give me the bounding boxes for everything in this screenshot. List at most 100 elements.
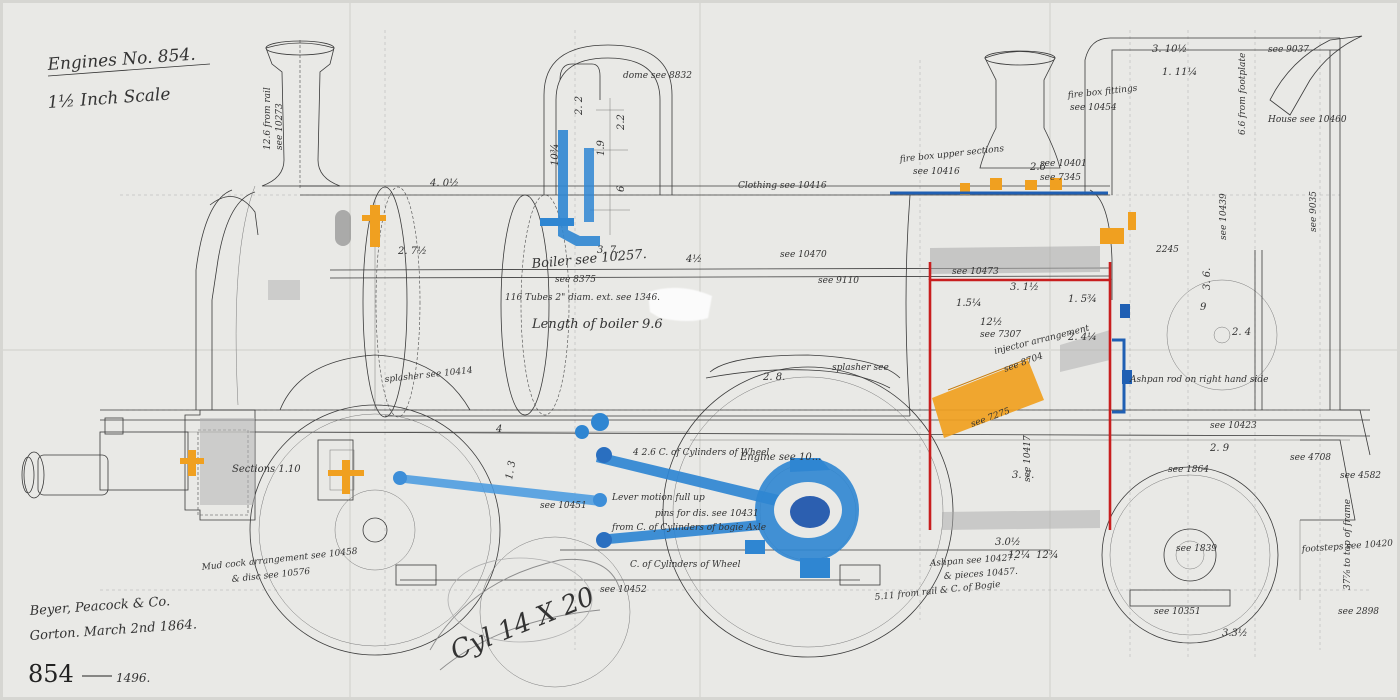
leading-wheel xyxy=(249,404,501,656)
stamp-text: Cyl 14 X 20 xyxy=(446,582,599,667)
note-chimney-see: see 10273 xyxy=(275,103,285,150)
dim-12-c: 12¾ xyxy=(1036,550,1058,561)
note-house: House see 10460 xyxy=(1267,115,1347,125)
note-boiler: Boiler see 10257. xyxy=(530,247,647,272)
note-footplate: 6.6 from footplate xyxy=(1238,53,1248,135)
dim-cab-h: 3. 10½ xyxy=(1152,44,1187,55)
note-4708: see 4708 xyxy=(1290,453,1331,463)
note-lever: Lever motion full up xyxy=(611,493,705,503)
note-clothing: Clothing see 10416 xyxy=(738,181,827,191)
note-10439: see 10439 xyxy=(1219,193,1229,240)
dim-4: 4 xyxy=(495,424,502,435)
maker-line-2: Gorton. March 2nd 1864. xyxy=(29,617,197,644)
valve-gear xyxy=(575,413,800,548)
note-4582: see 4582 xyxy=(1340,471,1381,481)
note-10451: see 10451 xyxy=(540,501,587,511)
dim-4-b: 4½ xyxy=(685,254,702,265)
dim-37: 37⅞ to top of frame xyxy=(1343,499,1353,590)
orange-fittings xyxy=(180,178,1136,494)
drawing-number-sub: 1496. xyxy=(116,671,150,685)
maker-block: Beyer, Peacock & Co. Gorton. March 2nd 1… xyxy=(28,594,197,644)
note-10452: see 10452 xyxy=(600,585,647,595)
note-10473: see 10473 xyxy=(952,267,999,277)
eccentric-sheave xyxy=(745,458,859,578)
dim-3-7-r: 3. 7. xyxy=(1012,470,1034,481)
note-from-rail: 5.11 from rail & C. of Bogie xyxy=(874,580,1001,603)
note-length: Length of boiler 9.6 xyxy=(531,317,663,332)
note-chimney: 12.6 from rail xyxy=(263,87,273,150)
dim-2-2: 2. 2 xyxy=(574,96,585,116)
note-from-c: from C. of Cylinders of bogie Axle xyxy=(611,523,766,533)
dim-2-8: 2. 8. xyxy=(762,372,785,383)
dim-1-3: 1. 3 xyxy=(504,460,518,481)
note-dome-3: 6 xyxy=(616,185,627,192)
note-firebox-top: fire box upper sections xyxy=(898,144,1005,165)
note-cock-2: & disc see 10576 xyxy=(231,567,311,585)
note-10470: see 10470 xyxy=(780,250,827,260)
note-10417: see 10417 xyxy=(1023,435,1033,482)
note-dome-1: 1.9 xyxy=(596,139,607,156)
note-splasher-r: splasher see xyxy=(832,363,889,373)
dim-12-b: 12¼ xyxy=(1008,550,1030,561)
note-7345: see 7345 xyxy=(1040,173,1081,183)
connecting-rod xyxy=(393,471,607,507)
note-7307: see 7307 xyxy=(980,330,1021,340)
note-section: Sections 1.10 xyxy=(232,464,301,475)
drawing-number-main: 854 xyxy=(28,660,74,688)
chimney xyxy=(261,40,341,190)
note-10423: see 10423 xyxy=(1210,421,1257,431)
dim-12: 12½ xyxy=(980,317,1002,328)
blue-parts xyxy=(540,130,1132,414)
note-2898: see 2898 xyxy=(1338,607,1379,617)
trailing-wheel xyxy=(1101,466,1279,644)
note-motion: 4 2.6 C. of Cylinders of Wheel xyxy=(632,448,769,458)
dim-2-7: 2. 7½ xyxy=(397,246,427,257)
note-firebox-see: see 10416 xyxy=(913,167,960,177)
dim-3-3: 3.3½ xyxy=(1222,628,1248,639)
dim-3-7: 3. 7. xyxy=(597,245,619,256)
dim-3-0: 3.0½ xyxy=(995,537,1021,548)
note-dome: dome see 8832 xyxy=(623,71,692,81)
dim-1-5-r: 1. 5¾ xyxy=(1068,294,1097,305)
note-2245: 2245 xyxy=(1155,245,1179,255)
note-ashpan-see: Ashpan see 10427. xyxy=(929,553,1017,569)
note-boiler-see: see 8375 xyxy=(555,275,596,285)
safety-valve-casing xyxy=(979,50,1061,169)
note-1864: see 1864 xyxy=(1168,465,1209,475)
grey-shading xyxy=(200,210,1110,530)
rear-wheel-ghost xyxy=(479,536,631,688)
note-10351: see 10351 xyxy=(1154,607,1201,617)
firebox-outline-red xyxy=(928,262,1112,530)
paper-repair-patch xyxy=(648,287,712,321)
note-dome-2: 2.2 xyxy=(616,114,627,131)
maker-line-1: Beyer, Peacock & Co. xyxy=(28,594,170,619)
note-tubes: 116 Tubes 2" diam. ext. see 1346. xyxy=(505,293,660,303)
dim-3-6: 3. 6. xyxy=(1202,268,1213,290)
note-ashpan: Ashpan rod on right hand side xyxy=(1129,375,1269,385)
stamp-line-1: Cyl 14 X 20 xyxy=(446,582,599,667)
note-9110: see 9110 xyxy=(818,276,859,286)
dim-2-4: 2. 4¼ xyxy=(1067,332,1097,343)
dim-2-4-b: 2. 4 xyxy=(1231,327,1251,338)
title-line-2: 1½ Inch Scale xyxy=(47,84,171,113)
dim-cab-w: 1. 11¼ xyxy=(1162,67,1197,78)
note-pieces: & pieces 10457. xyxy=(944,567,1019,582)
dim-smokebox: 4. 0½ xyxy=(429,178,459,189)
note-pins: pins for dis. see 10431 xyxy=(655,509,759,519)
title-block: Engines No. 854. 1½ Inch Scale xyxy=(46,45,211,113)
dim-2-6: 2.6 xyxy=(1029,162,1047,173)
note-10401: see 10401 xyxy=(1040,159,1087,169)
dim-3-1: 3. 1½ xyxy=(1010,282,1039,293)
note-engine: Engine see 10... xyxy=(739,452,821,463)
splashers xyxy=(279,354,901,411)
note-1839: see 1839 xyxy=(1176,544,1217,554)
note-firebox-fit-see: see 10454 xyxy=(1070,103,1117,113)
note-9037: see 9037 xyxy=(1268,45,1309,55)
dim-2-9: 2. 9 xyxy=(1209,443,1230,454)
dim-9: 9 xyxy=(1200,302,1207,313)
drawing-number: 854 1496. xyxy=(28,660,150,688)
note-dome-4: 10¾ xyxy=(550,144,561,166)
